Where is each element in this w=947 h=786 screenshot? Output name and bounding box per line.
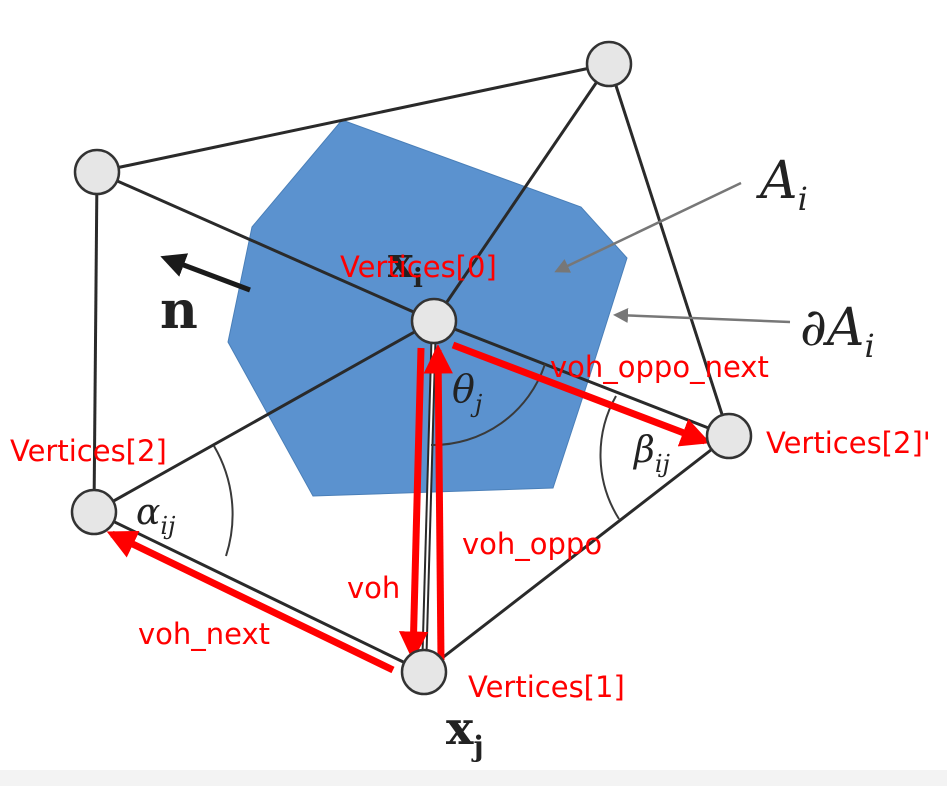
area-label: Ai <box>756 151 808 218</box>
vertex0-annotation: Vertices[0] <box>340 250 497 284</box>
center-x-label: xi <box>388 238 423 294</box>
beta-arc <box>599 395 620 520</box>
voh-oppo-next-annotation: voh_oppo_next <box>550 350 769 384</box>
halfedge-arrows <box>106 341 711 674</box>
vertex-top-left <box>73 148 121 196</box>
edge-center-right <box>433 319 730 438</box>
edge-center-top <box>432 63 611 322</box>
mesh-edges <box>92 62 731 674</box>
theta-label: θj <box>452 367 483 418</box>
vertex-right <box>705 412 753 460</box>
normal-arrow <box>160 253 251 293</box>
vertex-center <box>410 297 458 345</box>
vertex-left <box>70 488 118 536</box>
edge-bottom-left <box>93 510 425 674</box>
area-pointer <box>554 181 742 273</box>
edge-center-topleft <box>96 170 435 323</box>
voh-oppo-annotation: voh_oppo <box>462 527 602 561</box>
angle-arcs <box>213 363 620 557</box>
edge-top <box>96 62 610 174</box>
vertex2-annotation: Vertices[2] <box>10 434 167 468</box>
voh-arrow <box>398 347 429 661</box>
vertex-bottom <box>400 648 448 696</box>
bottom-strip <box>0 770 947 786</box>
boundary-pointer <box>613 307 791 324</box>
voh-annotation: voh <box>347 571 400 605</box>
vertex2-prime-annotation: Vertices[2]' <box>766 426 931 460</box>
vertices <box>70 40 753 696</box>
normal-label: n <box>160 280 198 341</box>
boundary-label: ∂Ai <box>800 298 875 365</box>
edge-right <box>607 63 731 437</box>
voh-oppo-arrow <box>423 344 453 661</box>
voh-oppo-next-arrow <box>451 341 711 447</box>
edge-bottom-right <box>423 434 730 674</box>
pointer-arrows <box>554 181 791 324</box>
annotations: Vertices[0] Vertices[1] Vertices[2] Vert… <box>10 250 931 704</box>
math-labels: Ai ∂Ai n xi xj θj αij βij <box>136 151 875 763</box>
vertex-top-right <box>585 40 633 88</box>
vertex1-annotation: Vertices[1] <box>468 670 625 704</box>
edge-left <box>92 171 99 513</box>
voh-next-arrow <box>106 530 395 674</box>
edge-center-left <box>93 319 435 514</box>
alpha-label: αij <box>136 492 176 540</box>
alpha-arc <box>213 445 234 557</box>
theta-arc <box>430 363 546 447</box>
beta-label: βij <box>632 430 670 478</box>
edge-center-bottom-inner <box>423 320 435 673</box>
neighbor-x-label: xj <box>446 701 484 763</box>
voh-next-annotation: voh_next <box>138 617 270 651</box>
